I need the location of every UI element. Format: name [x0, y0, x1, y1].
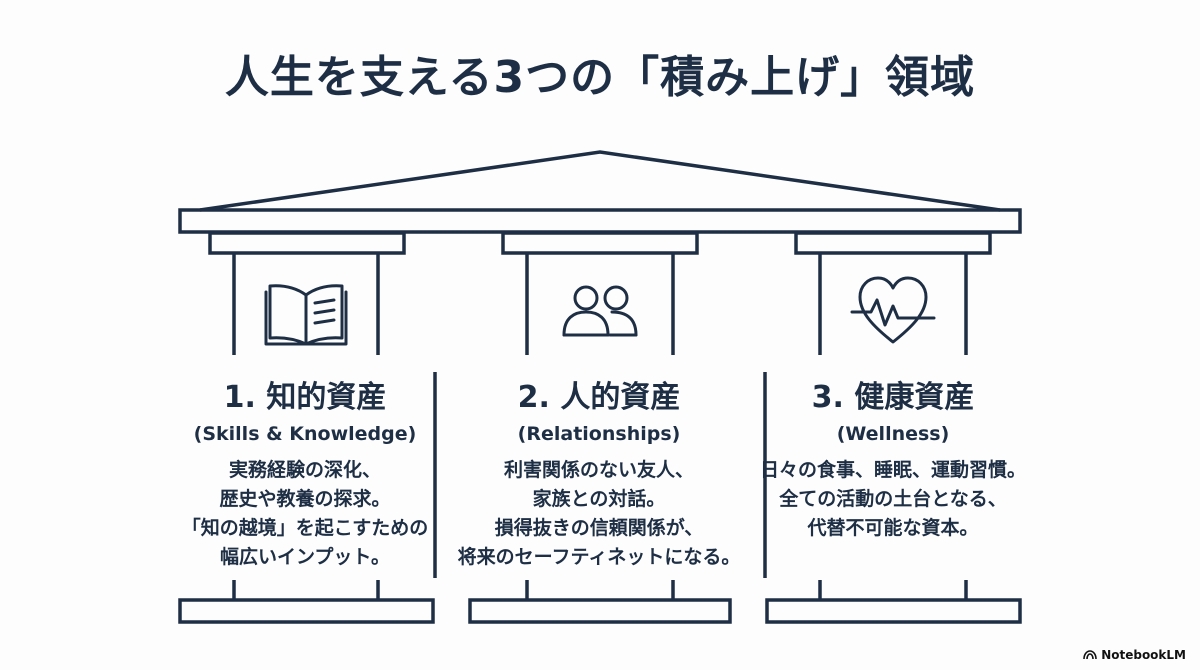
description-line: 将来のセーフティネットになる。: [457, 546, 741, 568]
pillar-3-text: 3. 健康資産 (Wellness) 日々の食事、睡眠、運動習慣。 全ての活動の…: [748, 378, 1038, 543]
pillar-3-base: [765, 598, 1022, 624]
description-line: 損得抜きの信頼関係が、: [494, 517, 704, 539]
description-line: 歴史や教養の探求。: [219, 488, 391, 510]
description-line: 実務経験の深化、: [228, 459, 381, 481]
pillar-2-text: 2. 人的資産 (Relationships) 利害関係のない友人、 家族との対…: [454, 378, 744, 572]
pillar-title: 1. 知的資産: [223, 380, 387, 415]
notebooklm-logo-icon: [1083, 650, 1097, 660]
heartbeat-icon: [850, 276, 936, 344]
pillar-description: 日々の食事、睡眠、運動習慣。 全ての活動の土台となる、 代替不可能な資本。: [748, 456, 1038, 543]
description-line: 利害関係のない友人、: [503, 459, 694, 481]
open-book-icon: [264, 284, 348, 346]
pillar-1-capital: [208, 231, 406, 255]
description-line: 日々の食事、睡眠、運動習慣。: [759, 459, 1026, 481]
pillar-1-text: 1. 知的資産 (Skills & Knowledge) 実務経験の深化、 歴史…: [160, 378, 450, 572]
pillar-3-capital: [794, 231, 992, 255]
pillar-description: 利害関係のない友人、 家族との対話。 損得抜きの信頼関係が、 将来のセーフティネ…: [454, 456, 744, 572]
description-line: 全ての活動の土台となる、: [779, 488, 1007, 510]
pillar-description: 実務経験の深化、 歴史や教養の探求。 「知の越境」を起こすための 幅広いインプッ…: [160, 456, 450, 572]
pillar-title: 3. 健康資産: [811, 380, 975, 415]
pillar-2-capital: [501, 231, 699, 255]
pillar-2-base: [468, 598, 732, 624]
description-line: 「知の越境」を起こすための: [181, 517, 429, 539]
description-line: 代替不可能な資本。: [807, 517, 979, 539]
pillar-subtitle: (Relationships): [517, 423, 681, 445]
pillar-title: 2. 人的資産: [517, 380, 681, 415]
description-line: 幅広いインプット。: [219, 546, 391, 568]
brand-label: NotebookLM: [1101, 648, 1186, 662]
people-icon: [562, 285, 638, 337]
page-title: 人生を支える3つの「積み上げ」領域: [224, 52, 976, 103]
description-line: 家族との対話。: [532, 488, 666, 510]
pillar-subtitle: (Skills & Knowledge): [193, 423, 417, 445]
pillar-1-base: [178, 598, 435, 624]
roof-beam: [178, 208, 1022, 234]
roof-pediment: [199, 150, 1001, 212]
brand-watermark: NotebookLM: [1083, 648, 1186, 662]
pillar-subtitle: (Wellness): [836, 423, 950, 445]
